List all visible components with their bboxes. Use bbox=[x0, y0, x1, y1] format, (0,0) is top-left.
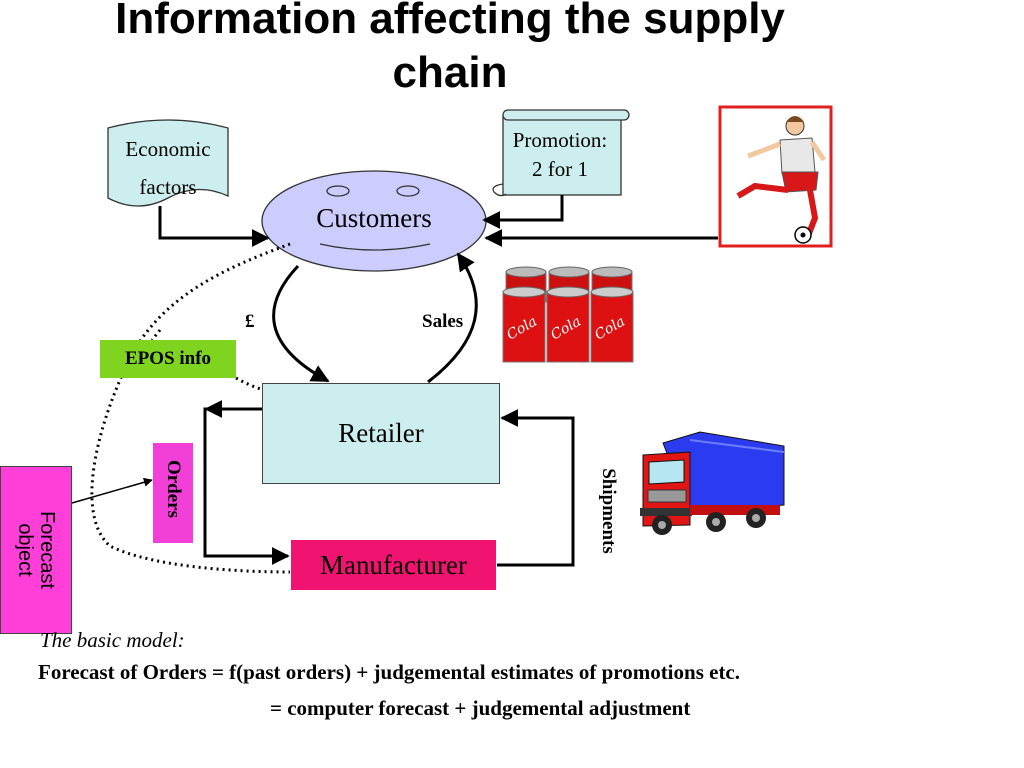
cola-can: Cola bbox=[590, 286, 634, 363]
customers-ellipse bbox=[261, 170, 487, 272]
retailer-box bbox=[262, 383, 500, 484]
slide-title: Information affecting the supply chain bbox=[0, 0, 900, 100]
cola-can: Cola bbox=[546, 286, 590, 363]
shipments-loop-arrows bbox=[497, 409, 575, 567]
epos-info-box: EPOS info bbox=[100, 340, 236, 378]
cola-cans-image: Cola Cola Cola bbox=[502, 266, 634, 363]
customers-label: Customers bbox=[316, 203, 432, 233]
economic-factors-line2: factors bbox=[139, 175, 197, 199]
model-heading: The basic model: bbox=[40, 628, 185, 652]
sales-label: Sales bbox=[422, 311, 464, 332]
cola-can: Cola bbox=[502, 286, 546, 363]
promotion-line2: 2 for 1 bbox=[532, 157, 588, 181]
forecast-object-label: Forecast object bbox=[14, 511, 58, 589]
economic-factors-line1: Economic bbox=[125, 137, 211, 161]
orders-label: Orders bbox=[163, 459, 184, 519]
promotion-label: Promotion: 2 for 1 bbox=[500, 126, 620, 184]
retailer-label: Retailer bbox=[338, 418, 424, 448]
pound-label: £ bbox=[245, 311, 255, 332]
arrow-promotion-to-customers bbox=[482, 195, 564, 229]
lorry-image bbox=[640, 431, 785, 535]
manufacturer-label: Manufacturer bbox=[320, 549, 467, 580]
economic-factors-label: Economic factors bbox=[110, 130, 226, 206]
dotted-epos-flow bbox=[90, 242, 291, 574]
arrow-retailer-to-customers-sales bbox=[427, 252, 478, 384]
epos-info-label: EPOS info bbox=[124, 348, 212, 369]
slide-title-line2: chain bbox=[392, 48, 508, 97]
promotion-line1: Promotion: bbox=[512, 128, 608, 152]
orders-box bbox=[153, 443, 193, 543]
slide-title-line1: Information affecting the supply bbox=[115, 0, 785, 43]
orders-loop-arrows bbox=[203, 400, 290, 565]
promotion-scroll-shape bbox=[492, 109, 630, 197]
manufacturer-box: Manufacturer bbox=[291, 540, 496, 590]
forecast-pointer-arrow bbox=[71, 477, 153, 504]
arrow-customers-to-retailer-money bbox=[272, 264, 330, 383]
forecast-object-box: Forecast object bbox=[0, 466, 72, 634]
arrow-economic-to-customers bbox=[158, 206, 270, 247]
shipments-label: Shipments bbox=[598, 468, 619, 554]
footballer-image bbox=[718, 105, 833, 248]
formula-line2: = computer forecast + judgemental adjust… bbox=[270, 696, 691, 720]
economic-factors-shape bbox=[107, 119, 229, 207]
formula-line1: Forecast of Orders = f(past orders) + ju… bbox=[38, 660, 741, 684]
